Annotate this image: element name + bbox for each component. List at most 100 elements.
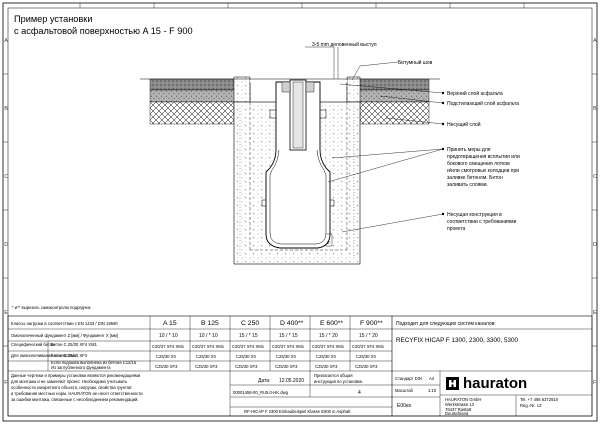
row-header-concrete-3: Если подошва выполнена из бетона C12/15: [51, 360, 137, 365]
logo-text: hauraton: [463, 375, 527, 392]
disclaimer-4: и требования местных норм. HAURATON не н…: [11, 391, 143, 396]
note-label-1: Прилагается общая: [314, 373, 353, 378]
label-binder-asphalt: Подстилающий слой асфальта: [447, 100, 519, 107]
standard-value: A4: [429, 376, 435, 381]
class-f900: F 900**: [360, 320, 383, 327]
left-row-2: Для омоноличивания по классам: [11, 353, 76, 358]
address-2: Werkstrasse 13: [445, 402, 475, 407]
grid-letter-d: D: [4, 242, 8, 248]
drawing-title-line2: с асфальтовой поверхностью A 15 - F 900: [14, 26, 193, 36]
sheet-number: 4: [358, 390, 361, 396]
label-top-asphalt: Верхний слой асфальта: [447, 90, 503, 97]
dim-f900: 15 / * 20: [359, 333, 378, 339]
grid-letter-b: B: [4, 106, 8, 112]
label-base-layer: Несущий слой: [447, 121, 481, 128]
c2-f900: C25/30 X0: [356, 354, 376, 359]
disclaimer-1: Данные чертежи и примеры установки являю…: [11, 373, 141, 378]
c3-b125: C25/30 XF3: [195, 364, 218, 369]
doc-number: 00001458-00_RU5.0-HK.dwg: [233, 390, 289, 395]
leader-lines: [327, 61, 444, 233]
c3-c250: C25/30 XF3: [235, 364, 258, 369]
footnote: * и** вырезать самоконтролю подрядчик: [12, 305, 91, 310]
base-layer-right: [359, 101, 430, 125]
disclaimer-5: за ошибки монтажа, связанные с несоблюде…: [11, 397, 139, 402]
c2-e600: C25/30 X0: [316, 354, 336, 359]
grid-letter-d-right: D: [593, 242, 597, 248]
dim-b125: 10 / * 10: [199, 333, 218, 339]
c1-b125: C30/37 XF4 XM1: [192, 344, 225, 349]
dim-e600: 15 / * 20: [319, 333, 338, 339]
class-c250: C 250: [241, 320, 259, 327]
c3-e600: C25/30 XF3: [315, 364, 338, 369]
c2-b125: C25/30 X0: [196, 354, 216, 359]
label-bitumen-joint: Битумный шов: [398, 59, 433, 66]
grid-letter-a-right: A: [593, 38, 597, 44]
grid-letter-e-right: E: [593, 310, 597, 316]
cross-section: Z: [140, 46, 440, 265]
date-value: 12.05.2020: [279, 378, 304, 384]
standard-label: Стандарт DIN: [395, 376, 422, 381]
row-header-concrete-1: Бетон C 25/30 XF4 XM1: [51, 342, 98, 347]
address-3: 76437 Rastatt: [445, 407, 472, 412]
c3-a15: C25/30 XF3: [155, 364, 178, 369]
c3-d400: C25/30 XF3: [275, 364, 298, 369]
class-b125: B 125: [201, 320, 219, 327]
hauraton-logo: hauraton: [446, 375, 527, 392]
leader-dots: [441, 91, 445, 216]
label-note-4: и/или смотровых колодцев при: [447, 168, 519, 174]
base-layer-left: [149, 101, 235, 125]
systems-list: RECYFIX HICAP F 1300, 2300, 3300, 5300: [396, 337, 519, 344]
grid-letter-c-right: C: [593, 174, 597, 180]
outer-border: [2, 2, 598, 422]
left-row-1: Специфический бетон: [11, 342, 55, 347]
disclaimer-2: для монтажа и не заменяют проект. Необхо…: [11, 379, 128, 384]
c2-d400: C25/30 X0: [276, 354, 296, 359]
c3-f900: C25/30 XF3: [355, 364, 378, 369]
dim-label: 3-5 mm деловенный выступ: [312, 41, 377, 48]
date-label: Дата:: [258, 378, 270, 384]
row-header-foundation: Омоноличенный фундамент Z [мм] / Фундаме…: [11, 333, 118, 338]
suitable-header: Подходит для следующих систем каналов:: [396, 321, 496, 327]
disclaimer-3: особенности конкретного объекта, нагрузк…: [11, 385, 132, 390]
label-note-3: бокового смещения лотков: [447, 161, 510, 167]
label-structure-2: соответствии с требованиями: [447, 219, 517, 225]
class-d400: D 400**: [280, 320, 304, 327]
grid-reference-side: A B C D E F A B C D E F: [3, 38, 597, 386]
row-header-concrete-4: Из заглубленного фундамента: [51, 365, 111, 370]
grid-letter-b-right: B: [593, 106, 597, 112]
grid-letter-e: E: [4, 310, 8, 316]
dim-d400: 15 / * 15: [279, 333, 298, 339]
drainage-channel: [265, 81, 331, 249]
page-label: E00es: [397, 403, 412, 409]
c1-a15: C30/37 XF4 XM1: [152, 344, 185, 349]
company-reg: Reg.-Nr. 13: [520, 403, 542, 408]
row-header-concrete-2: Бетон C 35/45 XF4: [51, 353, 88, 358]
class-a15: A 15: [163, 320, 177, 327]
address-1: HAURATON GmbH: [445, 397, 481, 402]
c1-f900: C30/37 XF4 XM1: [352, 344, 385, 349]
grid-letter-f-right: F: [593, 380, 597, 386]
svg-text:Z: Z: [327, 240, 330, 245]
label-note-2: предотвращения всплытия или: [447, 154, 520, 160]
grid-letter-f: F: [4, 380, 8, 386]
file-name: RF-HICAP F 2300 Einbaubeispiel Klasse E6…: [244, 409, 351, 414]
c2-a15: C25/30 X0: [156, 354, 176, 359]
label-note-1: Принять меры для: [447, 147, 491, 153]
dim-a15: 10 / * 10: [159, 333, 178, 339]
company-phone: Tel. +7 495 6372810: [520, 397, 559, 402]
c2-c250: C25/30 X0: [236, 354, 256, 359]
row-header-load-classes: Классы нагрузки в соответствии с EN 1433…: [11, 321, 118, 326]
label-note-6: заливать слоями.: [447, 182, 488, 188]
drawing-title-line1: Пример установки: [14, 14, 92, 24]
label-structure-3: проекта: [447, 226, 466, 232]
c1-d400: C30/37 XF4 XM1: [272, 344, 305, 349]
label-note-5: заливке бетоном. Бетон: [447, 175, 503, 181]
grid-letter-c: C: [4, 174, 8, 180]
c1-e600: C30/37 XF4 XM1: [312, 344, 345, 349]
scale-value: 1:10: [428, 388, 437, 393]
class-e600: E 600**: [320, 320, 343, 327]
address-4: Deutschland: [445, 411, 469, 416]
grid-reference-top: [79, 3, 525, 8]
